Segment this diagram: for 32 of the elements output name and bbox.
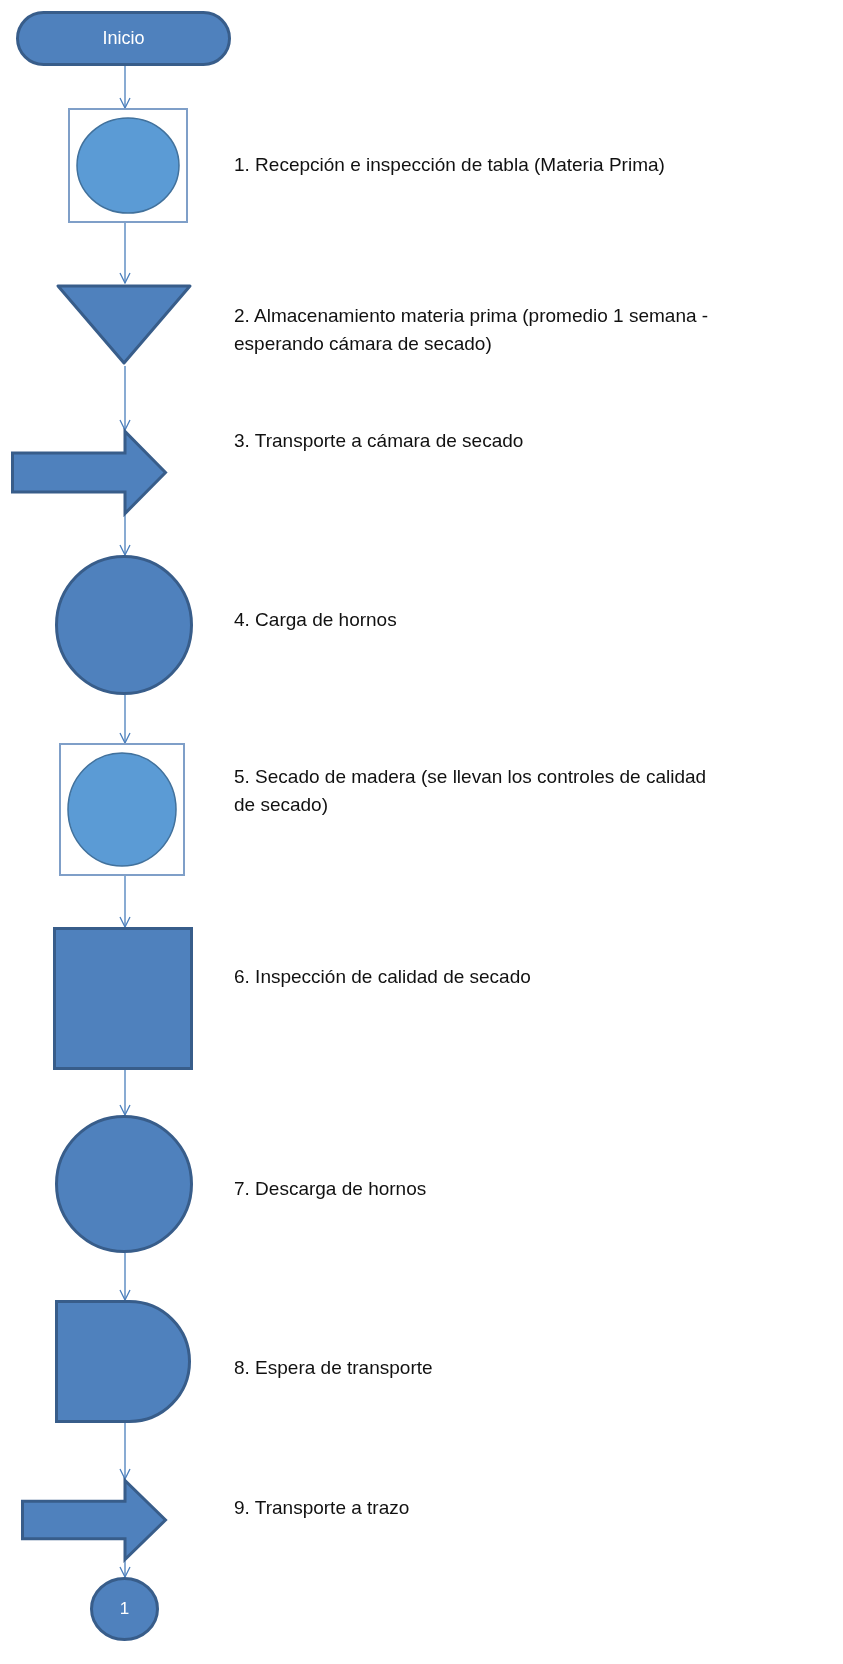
connector-arrow: [119, 1422, 131, 1480]
step-description: 6. Inspección de calidad de secado: [234, 965, 532, 989]
connector-circle: [90, 1577, 159, 1641]
storage-triangle: [55, 283, 193, 366]
connector-arrow: [119, 222, 131, 284]
connector-arrow: [119, 694, 131, 744]
step-description: 1. Recepción e inspección de tabla (Materia Prima): [234, 153, 666, 177]
transport-step-symbol: [21, 1479, 167, 1561]
inspection-square: [53, 927, 193, 1070]
step-description: 3. Transporte a cámara de secado: [234, 429, 525, 453]
connector-arrow: [119, 65, 131, 109]
connector-arrow: [119, 1560, 131, 1578]
node-label: Inicio: [102, 28, 145, 49]
step-description: 2. Almacenamiento materia prima (promedio 1 semana - esperando cámara de secado): [234, 304, 710, 356]
connector-arrow: [119, 365, 131, 431]
connector-arrow: [119, 875, 131, 928]
step-description: 7. Descarga de hornos: [234, 1177, 428, 1201]
start-terminal: [16, 11, 231, 66]
inspection-operation-symbol: [59, 743, 185, 876]
operation-circle: [55, 1115, 193, 1253]
step-description: 9. Transporte a trazo: [234, 1496, 411, 1520]
connector-arrow: [119, 1069, 131, 1116]
step-description: 4. Carga de hornos: [234, 608, 398, 632]
step-description: 8. Espera de transporte: [234, 1356, 434, 1380]
inspection-operation-symbol: [68, 108, 188, 223]
connector-arrow: [119, 1252, 131, 1301]
delay-symbol: [55, 1300, 191, 1423]
operation-circle: [55, 555, 193, 695]
step-description: 5. Secado de madera (se llevan los controles de calidad de secado): [234, 765, 708, 817]
connector-arrow: [119, 514, 131, 556]
transport-step-symbol: [11, 430, 167, 515]
node-label: 1: [119, 1599, 130, 1619]
